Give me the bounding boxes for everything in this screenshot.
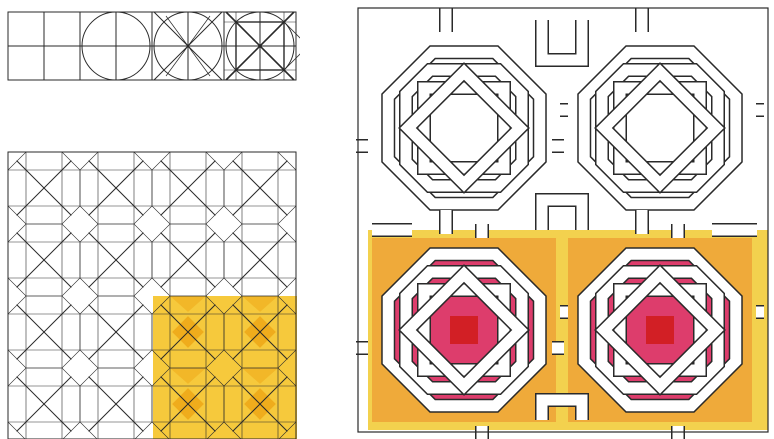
knot-band-outline [542, 20, 582, 60]
construction-steps-drawing [0, 0, 300, 85]
construction-steps-strip [0, 0, 300, 85]
knot-red-center [450, 316, 478, 344]
interlaced-knot-drawing [352, 0, 774, 439]
octagram-grid-drawing [0, 148, 300, 439]
interlaced-knot-panel [352, 0, 774, 439]
octagram-grid-panel [0, 148, 300, 439]
knot-red-center [646, 316, 674, 344]
